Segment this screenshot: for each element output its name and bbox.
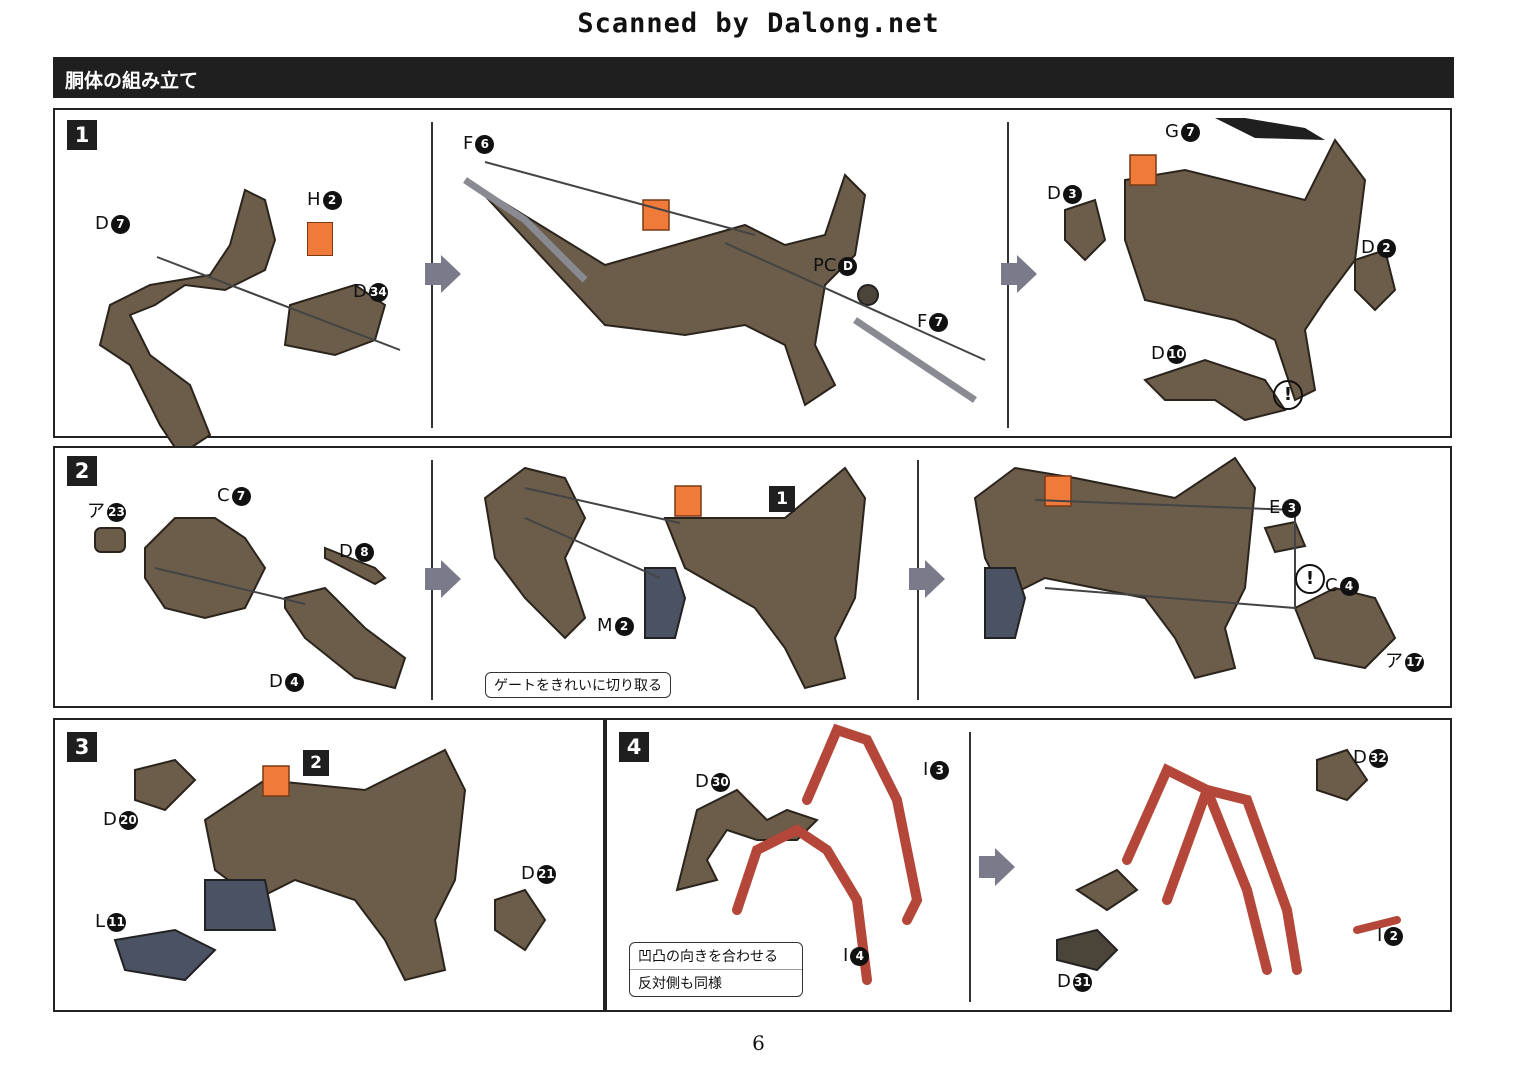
frame-illustration: [1056, 748, 1401, 975]
gate-cut-note: ゲートをきれいに切り取る: [485, 672, 671, 698]
step-arrow-icon: [1001, 255, 1037, 293]
step-number: 1: [67, 120, 97, 150]
step-number: 4: [619, 732, 649, 762]
orange-part: [307, 222, 333, 256]
step-arrow-icon: [425, 560, 461, 598]
scanner-credit: Scanned by Dalong.net: [577, 8, 940, 39]
assembly-illustration: [483, 466, 867, 690]
step-reference: 1: [769, 486, 795, 512]
assembly-illustration: [1064, 118, 1397, 422]
step-arrow-icon: [425, 255, 461, 293]
panel-divider: [969, 732, 971, 1002]
step-arrow-icon: [909, 560, 945, 598]
assembly-illustration: [973, 456, 1397, 680]
section-header: 胴体の組み立て: [53, 57, 1454, 98]
step-number: 3: [67, 732, 97, 762]
opposite-side-note: 反対側も同様: [638, 976, 722, 992]
assembly-illustration: [113, 748, 547, 982]
frame-part-illustration: [98, 188, 401, 457]
step-arrow-icon: [979, 848, 1015, 886]
hex-part-illustration: [94, 517, 407, 690]
frame-illustration: [675, 723, 923, 985]
section-title: 胴体の組み立て: [65, 70, 199, 92]
warning-icon: !: [1273, 380, 1303, 410]
step-reference: 2: [303, 750, 329, 776]
alignment-note-box: 凹凸の向きを合わせる 反対側も同様: [629, 942, 803, 997]
assembly-illustration: [463, 161, 986, 407]
alignment-note: 凹凸の向きを合わせる: [630, 943, 802, 970]
warning-icon: !: [1295, 564, 1325, 594]
page-number: 6: [752, 1031, 765, 1055]
step-number: 2: [67, 456, 97, 486]
